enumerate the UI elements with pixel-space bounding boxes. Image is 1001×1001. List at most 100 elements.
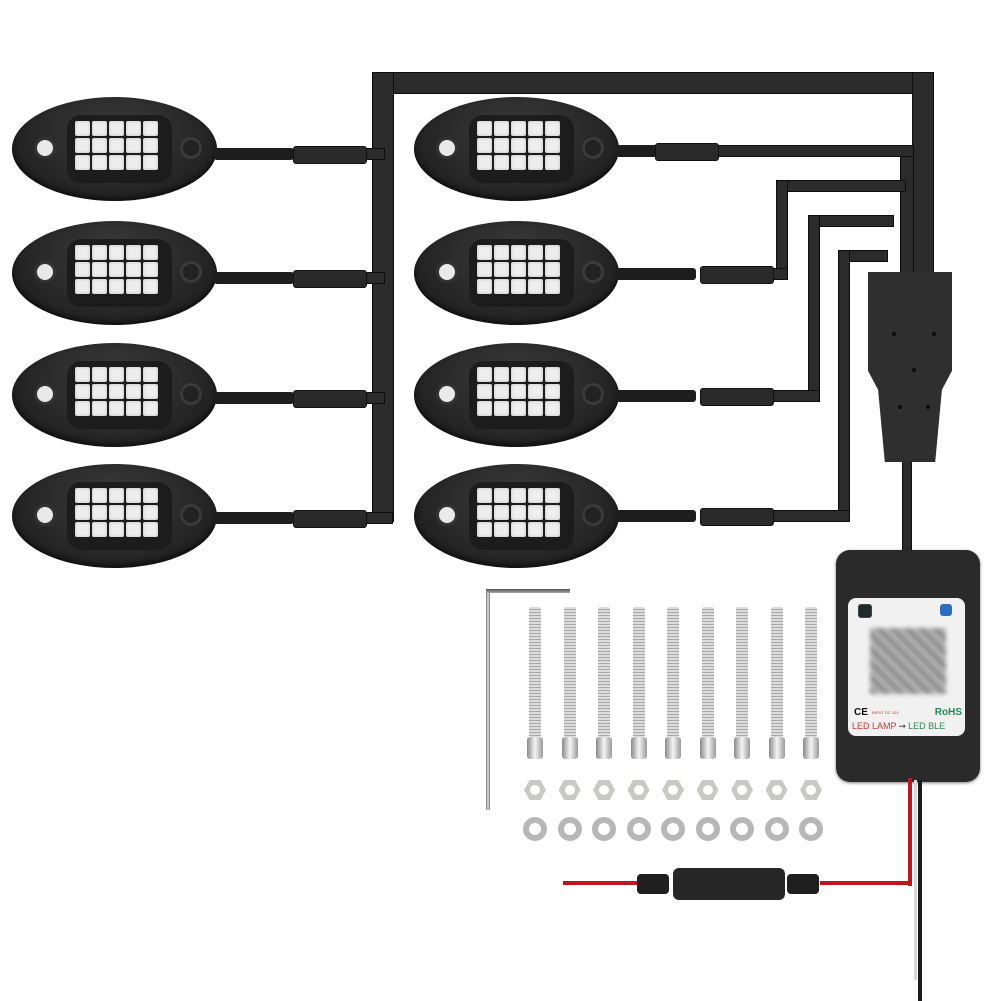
fuse-cap [787, 874, 819, 894]
mounting-hole [34, 504, 56, 526]
light-pod [12, 97, 217, 201]
mounting-hole [180, 383, 202, 405]
washer [626, 817, 651, 841]
junction-dot [898, 405, 902, 409]
bluetooth-controller: CE INPUT DC 12V RoHS LED LAMP ➞ LED BLE [836, 550, 980, 782]
pod-cable [214, 272, 294, 284]
mounting-hole [582, 261, 604, 283]
pod-connector [293, 270, 367, 288]
mounting-hole [436, 383, 458, 405]
hex-nut [593, 780, 615, 800]
hex-key [486, 590, 490, 810]
hex-nut [627, 780, 650, 800]
light-pod [414, 343, 619, 447]
bolt-head [630, 737, 647, 759]
led-panel [469, 239, 574, 307]
junction-box [868, 272, 952, 462]
washer [695, 817, 720, 841]
light-pod [12, 343, 217, 447]
mounting-hole [180, 504, 202, 526]
negative-wire [918, 780, 922, 1001]
pod-cable [616, 510, 696, 522]
app-icon-right [940, 604, 952, 616]
mounting-hole [436, 504, 458, 526]
bolt [701, 607, 714, 737]
bolt [736, 607, 748, 737]
junction-dot [926, 405, 930, 409]
junction-dot [912, 368, 916, 372]
bolt-head [561, 737, 578, 759]
model-from-text: LED LAMP [852, 721, 897, 731]
junction-dot [932, 332, 936, 336]
label-certification-row: CE INPUT DC 12V RoHS [854, 706, 962, 718]
branch-wire-1 [700, 145, 914, 157]
qr-code [870, 628, 946, 694]
pod-connector [700, 266, 774, 284]
mounting-hole [582, 137, 604, 159]
app-icon-left [858, 604, 872, 618]
bolt-head [665, 737, 681, 759]
led-panel [67, 482, 172, 550]
right-trunk-wire-2 [900, 150, 914, 275]
wire-highlight [914, 780, 917, 980]
washer [523, 817, 547, 841]
branch-wire-4-v [838, 250, 850, 520]
washer [557, 817, 582, 841]
right-trunk-wire [912, 72, 934, 277]
positive-wire-right [820, 881, 912, 885]
led-panel [469, 361, 574, 429]
mounting-hole [582, 383, 604, 405]
bolt [667, 607, 679, 737]
washer [592, 817, 616, 841]
pod-cable [214, 392, 294, 404]
rohs-mark: RoHS [934, 706, 962, 718]
mounting-hole [436, 137, 458, 159]
hex-nut [731, 780, 753, 800]
pod-cable [616, 390, 696, 402]
hex-nut [800, 780, 822, 800]
light-pod [414, 97, 619, 201]
bolt-head [596, 737, 612, 759]
left-bus-wire [372, 72, 394, 522]
pod-connector [293, 510, 367, 528]
mounting-hole [582, 504, 604, 526]
bolt [598, 607, 610, 737]
top-bus-wire [372, 72, 934, 94]
hex-key-short-arm [486, 589, 570, 593]
hex-nut [524, 780, 546, 800]
washer [799, 817, 823, 841]
hex-nut [662, 780, 684, 800]
branch-wire-3-h [808, 215, 894, 227]
positive-wire-vertical [908, 778, 912, 886]
positive-wire-left [563, 881, 639, 885]
mounting-hole [180, 261, 202, 283]
mounting-hole [180, 137, 202, 159]
bolt-head [734, 737, 750, 759]
hex-nut [696, 780, 719, 800]
bolt-head [527, 737, 543, 759]
hex-nut [765, 780, 788, 800]
washer [661, 817, 685, 841]
bolt [632, 607, 645, 737]
fuse-body [673, 868, 785, 900]
ce-mark: CE [854, 706, 868, 718]
input-rating-text: INPUT DC 12V [871, 709, 899, 715]
label-model-row: LED LAMP ➞ LED BLE [852, 720, 964, 732]
bolt [563, 607, 576, 737]
mounting-hole [34, 261, 56, 283]
model-to-text: LED BLE [908, 721, 946, 731]
bolt [529, 607, 541, 737]
hex-nut [558, 780, 581, 800]
bolt-head [768, 737, 785, 759]
mounting-hole [436, 261, 458, 283]
fuse-cap [637, 874, 669, 894]
washer [730, 817, 754, 841]
mounting-hole [34, 383, 56, 405]
light-pod [414, 464, 619, 568]
pod-cable [214, 148, 294, 160]
bolt-head [803, 737, 819, 759]
branch-wire-2-h [776, 180, 906, 192]
mounting-hole [34, 137, 56, 159]
led-panel [67, 361, 172, 429]
light-pod [414, 221, 619, 325]
